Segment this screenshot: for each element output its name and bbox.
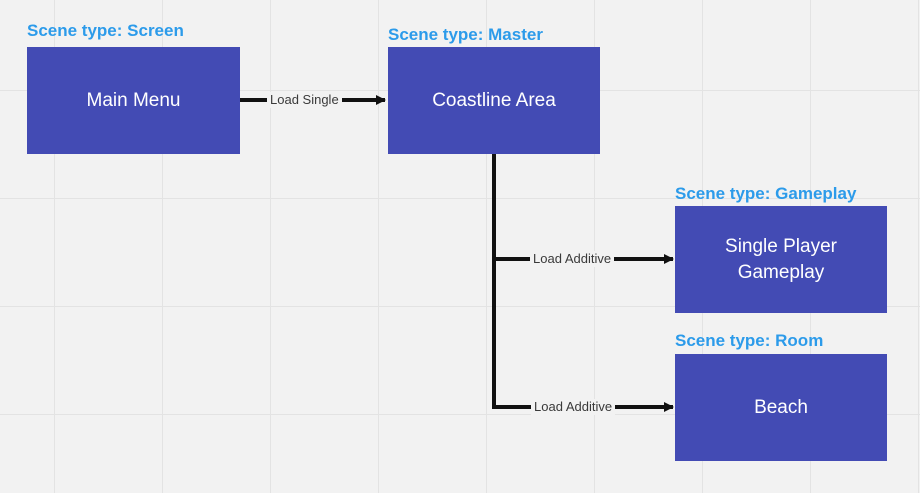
edge-label-load-additive-gameplay: Load Additive [530,251,615,267]
node-single-player-label: Single Player Gameplay [725,235,837,283]
node-beach[interactable]: Beach [675,354,887,461]
node-coastline-area-label: Coastline Area [432,89,556,111]
edge-label-load-single: Load Single [267,92,342,108]
node-beach-label: Beach [754,396,808,418]
scene-type-label-beach: Scene type: Room [675,331,824,350]
scene-type-label-single-player: Scene type: Gameplay [675,184,857,203]
scene-type-label-main-menu: Scene type: Screen [27,21,184,40]
node-main-menu-label: Main Menu [86,89,181,111]
node-coastline-area[interactable]: Coastline Area [388,47,600,154]
edge-label-load-additive-beach: Load Additive [531,399,616,415]
scene-type-label-coastline-area: Scene type: Master [388,25,543,44]
node-main-menu[interactable]: Main Menu [27,47,240,154]
node-single-player-gameplay[interactable]: Single Player Gameplay [675,206,887,313]
